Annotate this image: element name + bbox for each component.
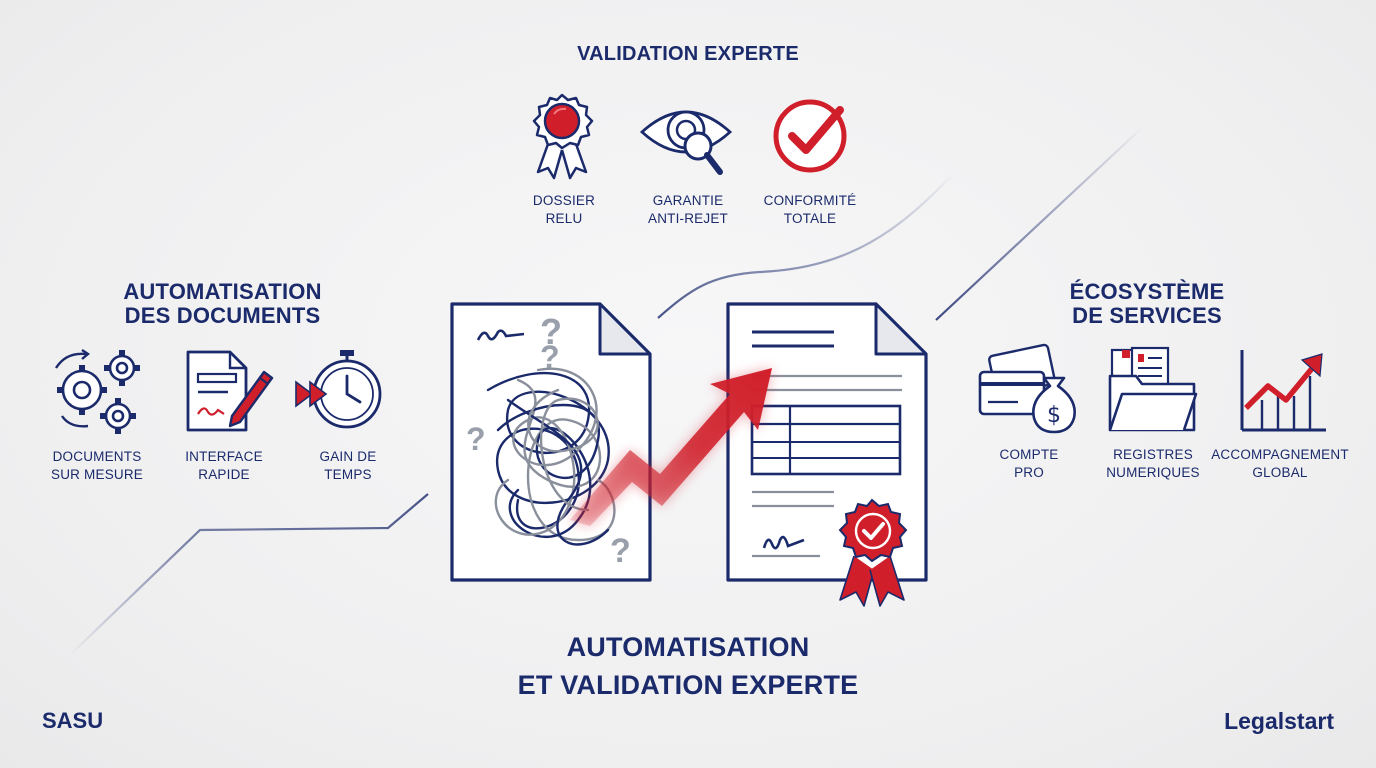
svg-text:?: ? xyxy=(540,339,560,375)
svg-text:$: $ xyxy=(1047,403,1061,428)
folder-registers-icon xyxy=(1108,346,1198,432)
stopwatch-fast-forward-icon xyxy=(295,348,388,432)
validation-title: VALIDATION EXPERTE xyxy=(577,43,799,65)
card-money-bag-icon: $ xyxy=(978,343,1082,434)
svg-text:?: ? xyxy=(610,532,631,570)
validated-document-icon xyxy=(724,300,930,610)
ecosystem-label-3: ACCOMPAGNEMENT GLOBAL xyxy=(1211,447,1349,480)
footer-left-label: SASU xyxy=(42,708,104,733)
trend-arrow-icon xyxy=(560,350,790,530)
center-title: AUTOMATISATION ET VALIDATION EXPERTE xyxy=(517,632,859,700)
automation-label-3: GAIN DE TEMPS xyxy=(319,449,377,482)
document-pen-icon xyxy=(184,348,274,434)
validation-label-1: DOSSIER RELU xyxy=(532,193,596,226)
check-circle-icon xyxy=(770,96,852,178)
ecosystem-title: ÉCOSYSTÈME DE SERVICES xyxy=(1069,279,1225,328)
seal-ribbon-icon xyxy=(526,92,598,182)
ecosystem-label-2: REGISTRES NUMERIQUES xyxy=(1106,447,1200,480)
connector-line-right xyxy=(935,124,1146,321)
automation-label-1: DOCUMENTS SUR MESURE xyxy=(50,449,143,482)
connector-line-top xyxy=(657,171,956,319)
ecosystem-label-1: COMPTE PRO xyxy=(999,447,1059,480)
validation-label-3: CONFORMITÉ TOTALE xyxy=(763,193,857,226)
automation-title: AUTOMATISATION DES DOCUMENTS xyxy=(123,279,322,328)
validation-label-2: GARANTIE ANTI-REJET xyxy=(647,193,728,226)
connector-line-left xyxy=(69,493,429,656)
footer-brand: Legalstart xyxy=(1224,708,1334,734)
eye-magnifier-icon xyxy=(638,100,738,182)
growth-chart-icon xyxy=(1236,348,1328,432)
svg-text:?: ? xyxy=(540,311,562,352)
automation-label-2: INTERFACE RAPIDE xyxy=(185,449,263,482)
svg-text:?: ? xyxy=(466,421,486,457)
gears-icon xyxy=(48,346,146,436)
